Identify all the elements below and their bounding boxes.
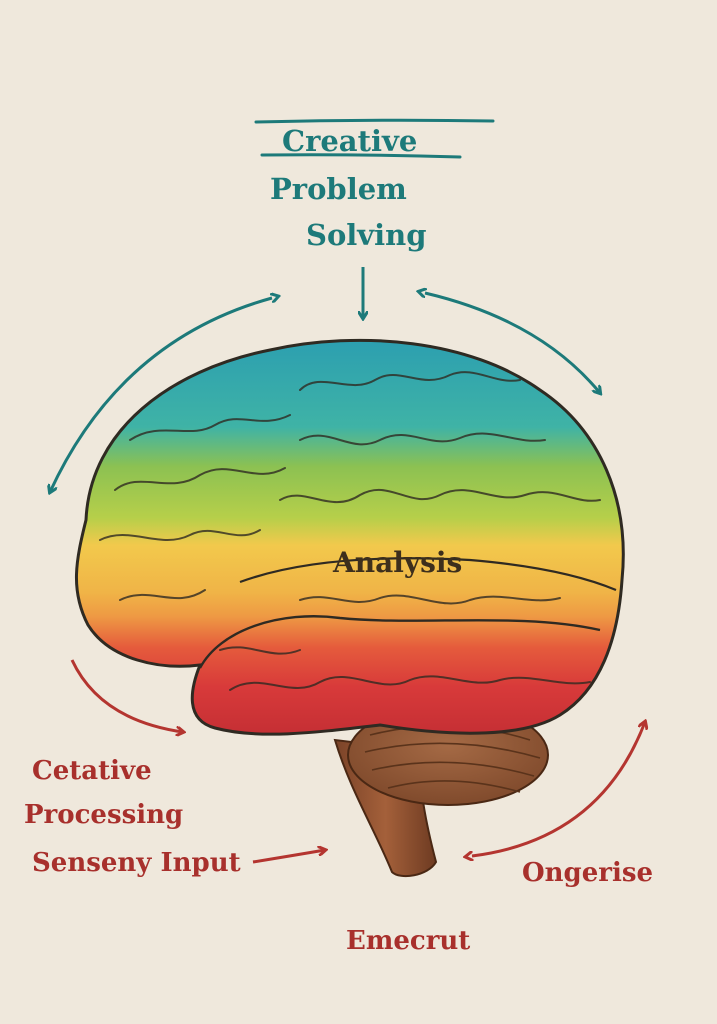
- title-underline: [260, 153, 462, 159]
- label-senseny-input: Senseny Input: [32, 848, 241, 878]
- right-arrow: [252, 850, 325, 864]
- cerebrum: [74, 338, 625, 736]
- curved-double-arrow: [50, 298, 272, 492]
- label-ongerise: Ongerise: [522, 858, 654, 888]
- curved-double-arrow: [472, 722, 645, 856]
- label-emecrut: Emecrut: [346, 926, 471, 956]
- label-creative: Creative: [282, 124, 418, 158]
- brain-illustration: [74, 338, 625, 878]
- curved-double-arrow: [425, 293, 600, 393]
- title-overline: [254, 118, 495, 124]
- label-analysis: Analysis: [333, 546, 463, 579]
- curved-arrow: [70, 659, 183, 732]
- label-solving: Solving: [306, 218, 427, 252]
- label-problem: Problem: [270, 172, 407, 206]
- label-processing: Processing: [24, 800, 184, 830]
- label-cetative: Cetative: [32, 756, 152, 786]
